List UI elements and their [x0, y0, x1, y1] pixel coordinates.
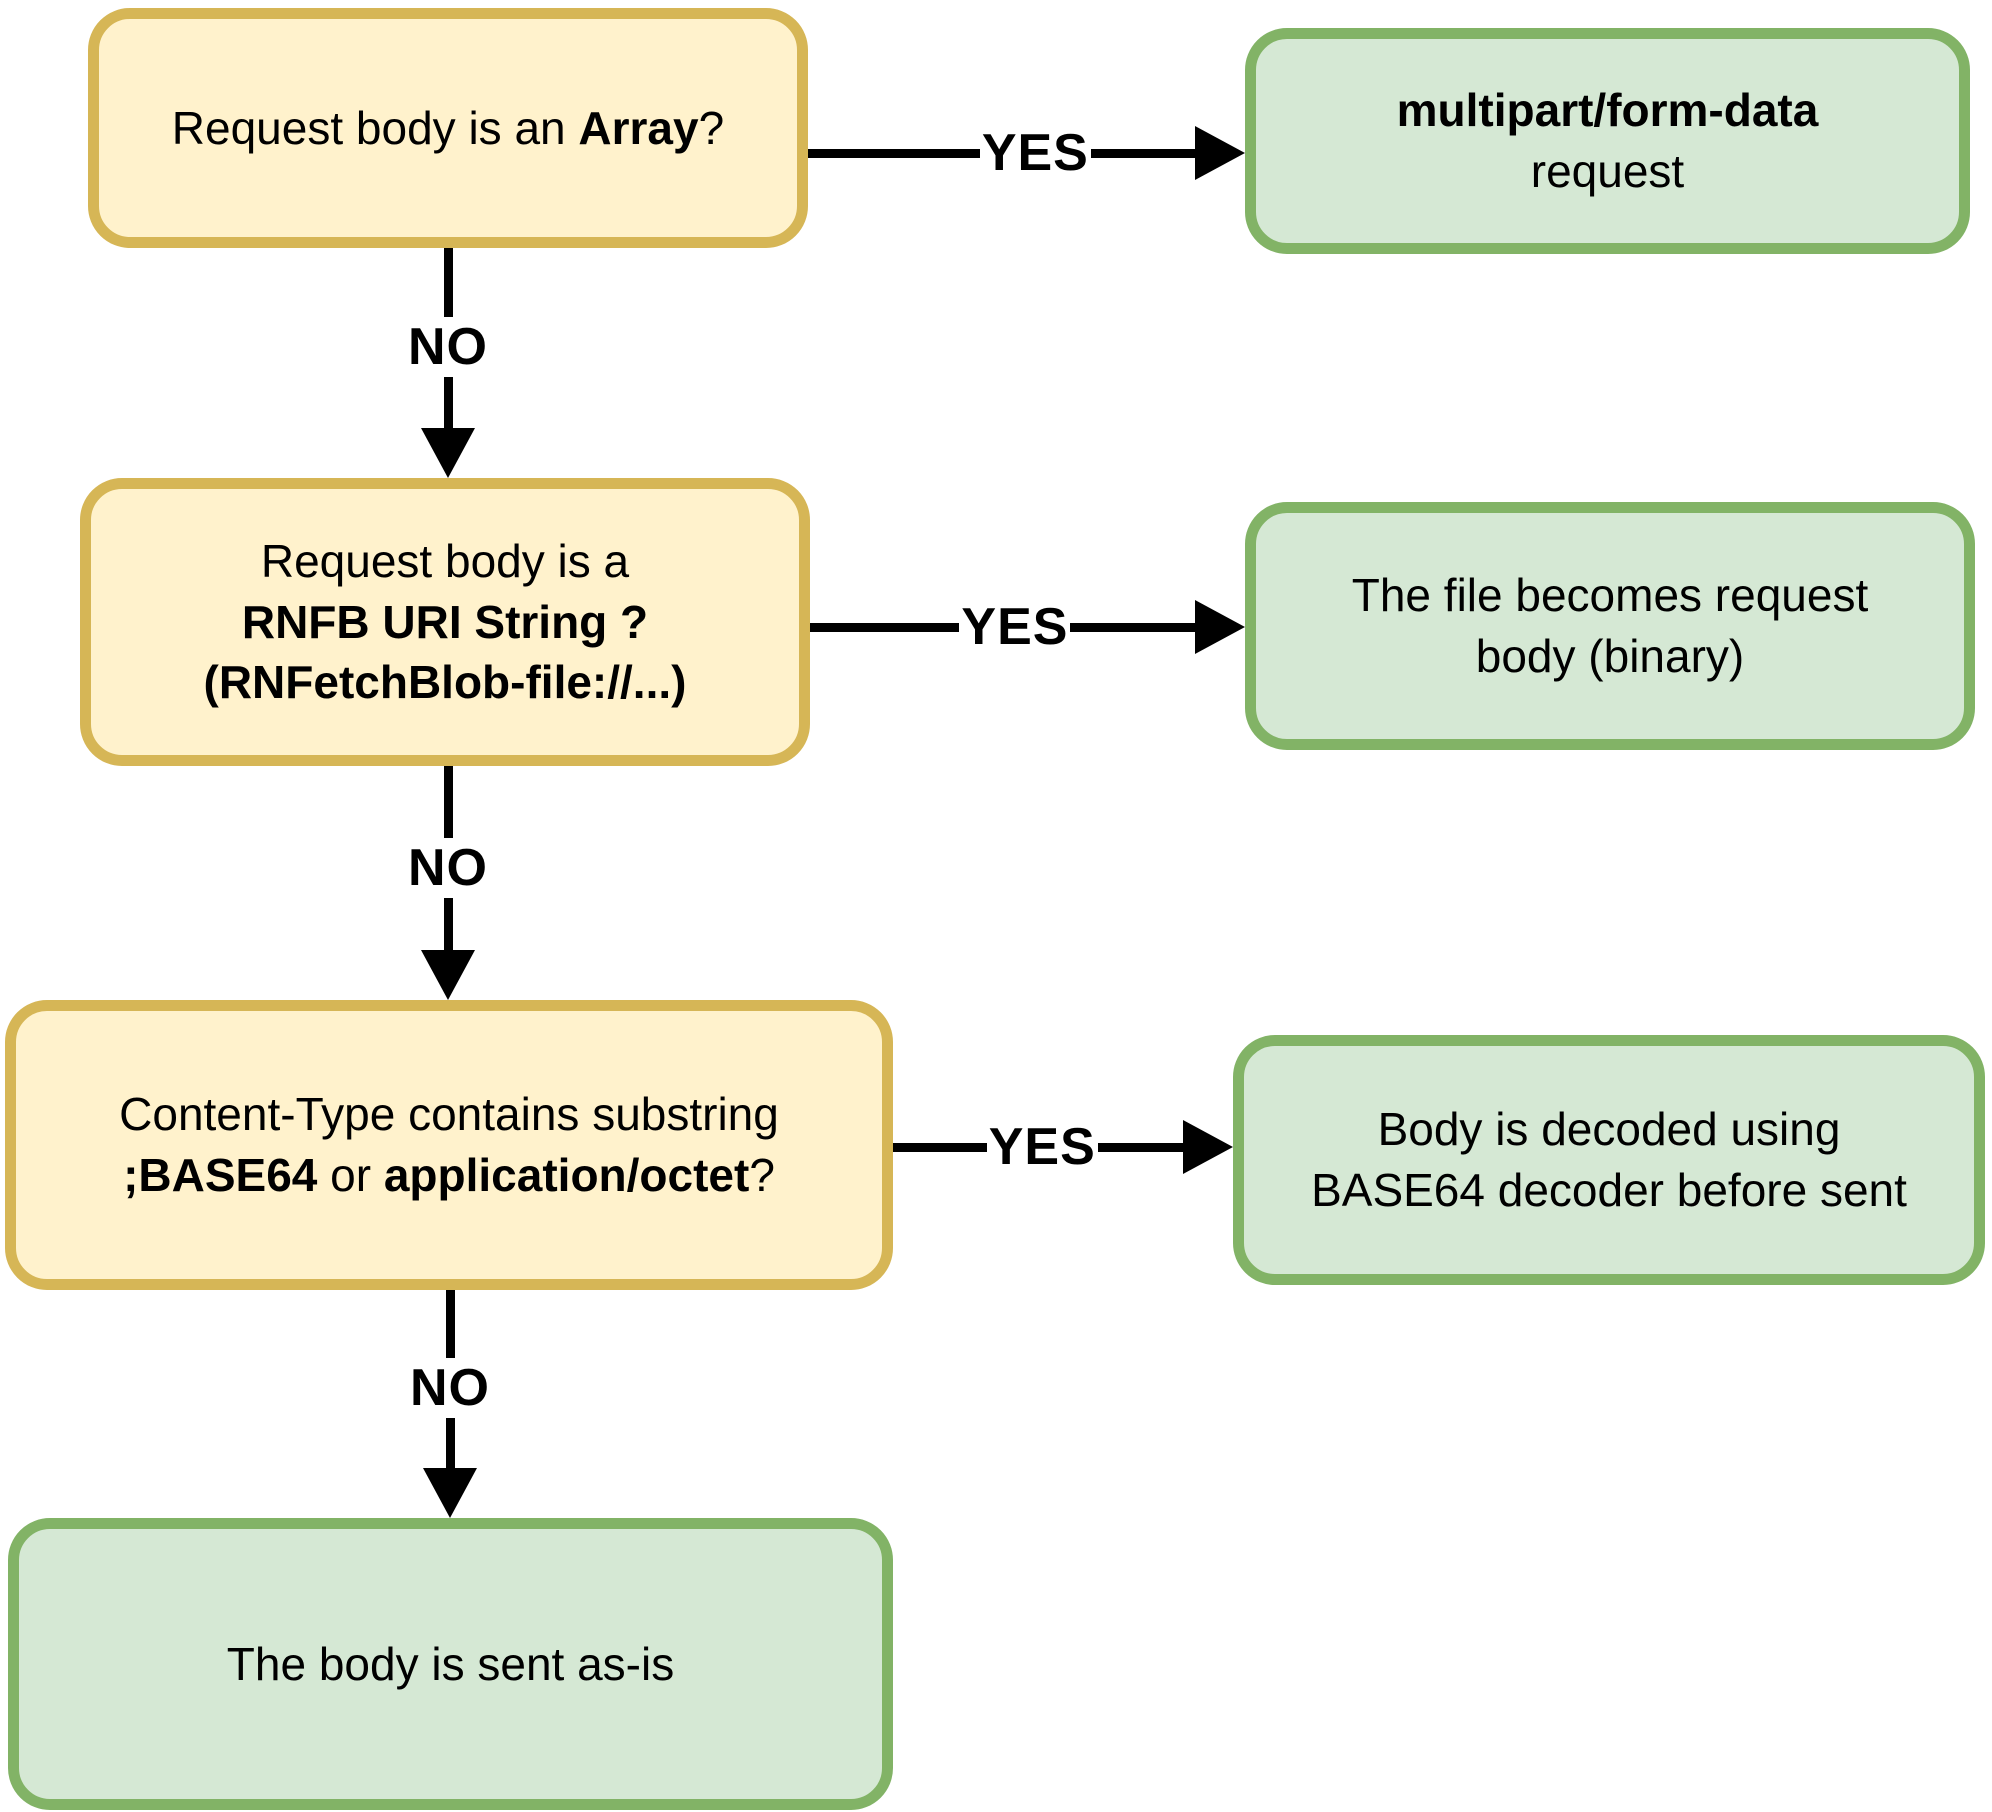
text-segment: Request body is a — [260, 534, 630, 587]
yes-connector-array-to-multipart: YES — [808, 114, 1245, 192]
node-text-line: The file becomes request — [1352, 565, 1869, 626]
result-node-body-sent-as-is: The body is sent as-is — [8, 1518, 893, 1810]
text-segment: ? — [698, 101, 725, 154]
arrow-line-segment — [893, 1142, 987, 1152]
result-node-file-becomes-body: The file becomes request body (binary) — [1245, 502, 1975, 750]
no-connector-rnfb-to-content-type: NO — [398, 766, 498, 1000]
arrowhead-right-icon — [1195, 126, 1245, 180]
no-connector-content-type-to-as-is: NO — [400, 1290, 500, 1518]
node-text-line: RNFB URI String ? — [242, 592, 648, 653]
text-segment-bold: application/octet — [383, 1149, 750, 1201]
node-text-line: Content-Type contains substring — [119, 1084, 779, 1145]
text-segment: Content-Type contains substring — [119, 1088, 779, 1141]
arrow-line-segment — [810, 622, 960, 632]
arrow-line-segment — [1097, 1142, 1183, 1152]
text-segment-bold: ;BASE64 — [123, 1149, 318, 1201]
arrowhead-down-icon — [421, 428, 475, 478]
node-text-line: ;BASE64 or application/octet? — [123, 1145, 775, 1206]
text-segment-bold: (RNFetchBlob-file://...) — [203, 656, 687, 709]
yes-label: YES — [961, 598, 1069, 656]
text-segment: The file becomes request — [1351, 569, 1869, 622]
arrow-line-segment — [445, 1418, 455, 1468]
no-connector-array-to-rnfb: NO — [398, 248, 498, 478]
node-text-line: Request body is a — [261, 531, 629, 592]
no-label: NO — [408, 838, 488, 897]
text-segment-bold: RNFB URI String ? — [241, 595, 649, 648]
text-segment: or — [317, 1149, 384, 1201]
result-node-base64-decoded: Body is decoded using BASE64 decoder bef… — [1233, 1035, 1985, 1285]
no-label: NO — [410, 1359, 490, 1418]
text-segment-bold: Array — [578, 101, 699, 154]
arrow-line-segment — [443, 766, 453, 838]
text-segment: Request body is an — [171, 101, 579, 154]
no-label: NO — [408, 318, 488, 377]
arrow-line-segment — [445, 1290, 455, 1359]
arrow-line-segment — [443, 377, 453, 428]
yes-label: YES — [981, 124, 1089, 182]
arrow-line-segment — [443, 897, 453, 950]
arrowhead-right-icon — [1183, 1120, 1233, 1174]
yes-label: YES — [988, 1118, 1096, 1176]
node-text-line: (RNFetchBlob-file://...) — [204, 652, 687, 713]
arrow-line-segment — [443, 248, 453, 318]
arrow-line-segment — [808, 148, 980, 158]
yes-connector-content-type-to-base64-decode: YES — [893, 1108, 1233, 1186]
text-segment: body (binary) — [1475, 630, 1745, 682]
text-segment: request — [1530, 145, 1685, 197]
arrow-line-segment — [1070, 622, 1195, 632]
text-segment: Body is decoded using — [1377, 1103, 1841, 1156]
node-text-line: The body is sent as-is — [227, 1634, 674, 1695]
arrowhead-down-icon — [421, 950, 475, 1000]
node-text-line: BASE64 decoder before sent — [1311, 1160, 1907, 1221]
result-node-multipart-form-data: multipart/form-data request — [1245, 28, 1970, 254]
decision-node-request-body-array: Request body is an Array? — [88, 8, 808, 248]
node-text-line: body (binary) — [1476, 626, 1744, 687]
node-text-line: Request body is an Array? — [172, 98, 724, 159]
decision-node-rnfb-uri-string: Request body is a RNFB URI String ? (RNF… — [80, 478, 810, 766]
node-text-line: multipart/form-data — [1397, 80, 1819, 141]
arrow-line-segment — [1090, 148, 1195, 158]
text-segment-bold: multipart/form-data — [1396, 84, 1819, 137]
decision-node-content-type-base64: Content-Type contains substring ;BASE64 … — [5, 1000, 893, 1290]
arrowhead-down-icon — [423, 1468, 477, 1518]
arrowhead-right-icon — [1195, 600, 1245, 654]
text-segment: BASE64 decoder before sent — [1311, 1164, 1907, 1216]
node-text-line: request — [1531, 141, 1684, 202]
node-text-line: Body is decoded using — [1378, 1099, 1841, 1160]
text-segment: ? — [749, 1149, 775, 1201]
yes-connector-rnfb-to-file-binary: YES — [810, 588, 1245, 666]
text-segment: The body is sent as-is — [226, 1637, 675, 1690]
